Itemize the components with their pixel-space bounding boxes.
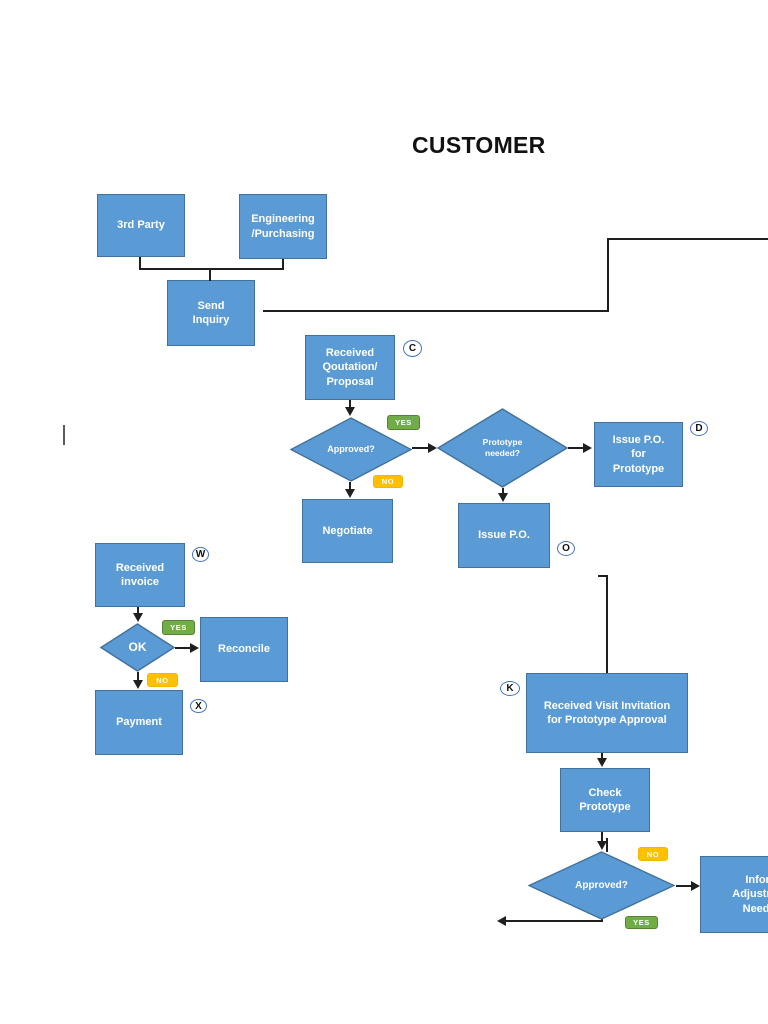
approved-1-decision: Approved? <box>290 417 412 482</box>
approved-2-diamond-shape <box>528 851 675 920</box>
approved-to-prototype-line <box>412 447 429 449</box>
merge-horizontal-line <box>139 268 284 270</box>
no-ok-badge: NO <box>147 673 178 687</box>
visit-connector-tick-line <box>598 575 608 577</box>
third-party-drop-line <box>139 257 141 270</box>
ah-check-approved-arrowhead <box>596 841 607 850</box>
ref-o-connector-circle: O <box>557 541 575 556</box>
ah-quote-approved-arrowhead <box>344 407 355 416</box>
yes-ok-badge: YES <box>162 620 195 635</box>
inform-adjustment-needed-label: InformAdjustmentNeeded <box>732 874 768 915</box>
ref-x-connector-circle: X <box>190 699 207 713</box>
inform-adjustment-needed-step: InformAdjustmentNeeded <box>700 856 768 933</box>
prototype-to-po-proto-line <box>568 447 584 449</box>
approved-to-negotiate-line <box>349 482 351 492</box>
ok-decision-label: OK <box>128 639 147 654</box>
page-title: CUSTOMER <box>412 132 546 158</box>
third-party-step: 3rd Party <box>97 194 185 257</box>
ok-decision-decision: OK <box>100 623 175 672</box>
diamond-top-stub-line <box>606 838 608 852</box>
approved-2-decision: Approved? <box>528 851 675 920</box>
ok-to-reconcile-line <box>175 647 191 649</box>
connector-vertical-line <box>607 238 609 312</box>
payment-step: Payment <box>95 690 183 755</box>
reconcile-label: Reconcile <box>218 643 270 656</box>
ah-ok-reconcile-arrowhead <box>190 642 199 653</box>
approved2-left-h-line <box>500 920 603 922</box>
ah-approved-proto-arrowhead <box>428 442 437 453</box>
ah-invoice-ok-arrowhead <box>132 613 143 622</box>
approved-1-diamond-shape <box>290 417 412 482</box>
engineering-purchasing-label: Engineering/Purchasing <box>251 213 315 240</box>
negotiate-label: Negotiate <box>322 524 373 537</box>
third-party-label: 3rd Party <box>117 219 165 232</box>
stray-cursor-mark-line <box>63 425 65 445</box>
no-approved-2-badge: NO <box>638 847 668 861</box>
ref-w-connector-circle: W <box>192 547 209 562</box>
visit-to-check-line <box>601 753 603 761</box>
ah-approved-negotiate-arrowhead <box>344 489 355 498</box>
issue-po-step: Issue P.O. <box>458 503 550 568</box>
ref-c-connector-circle: C <box>403 340 422 357</box>
engineering-drop-line <box>282 259 284 270</box>
invoice-to-ok-line <box>137 607 139 616</box>
yes-approved-2-badge: YES <box>625 916 658 929</box>
ref-k-connector-circle: K <box>500 681 520 696</box>
ah-approved2-inform-arrowhead <box>691 880 700 891</box>
approved-1-label: Approved? <box>327 443 375 454</box>
yes-approved-1-badge: YES <box>387 415 420 430</box>
approved-2-label: Approved? <box>575 880 628 891</box>
negotiate-step: Negotiate <box>302 499 393 563</box>
ok-to-payment-line <box>137 672 139 682</box>
connector-top-h-line <box>607 238 768 240</box>
check-to-approved-line <box>601 832 603 843</box>
prototype-to-po-line <box>502 488 504 496</box>
ah-proto-po-proto-arrowhead <box>583 442 592 453</box>
send-inquiry-out-h-line <box>263 310 609 312</box>
issue-po-label: Issue P.O. <box>478 529 530 542</box>
ah-proto-po-arrowhead <box>497 493 508 502</box>
quote-to-approved-line <box>349 400 351 409</box>
prototype-needed-diamond-shape <box>437 408 568 488</box>
payment-label: Payment <box>116 716 162 729</box>
visit-connector-v-line <box>606 575 608 673</box>
ah-visit-check-arrowhead <box>596 758 607 767</box>
merge-stub-line <box>209 268 211 281</box>
ok-decision-diamond-shape <box>100 623 175 672</box>
no-approved-1-badge: NO <box>373 475 403 488</box>
approved2-to-inform-line <box>676 885 694 887</box>
ref-d-connector-circle: D <box>690 421 708 436</box>
reconcile-step: Reconcile <box>200 617 288 682</box>
ah-ok-payment-arrowhead <box>132 680 143 689</box>
ah-approved2-left-arrowhead <box>497 915 506 926</box>
engineering-purchasing-step: Engineering/Purchasing <box>239 194 327 259</box>
